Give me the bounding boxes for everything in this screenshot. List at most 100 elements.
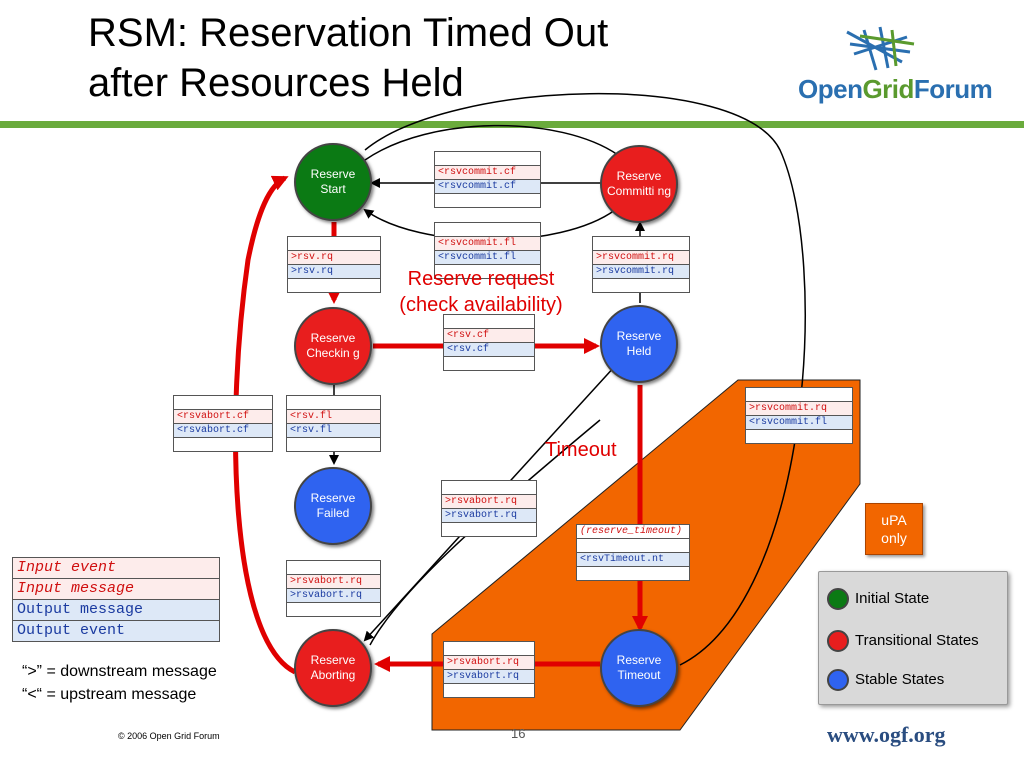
legend-output-event: Output event <box>13 621 219 641</box>
page-number: 16 <box>511 726 526 741</box>
input-message <box>577 539 689 553</box>
input-event <box>442 481 536 495</box>
output-message: <rsvTimeout.nt <box>577 553 689 567</box>
reserve-request-line: Reserve request <box>407 268 555 290</box>
input-message: <rsvcommit.fl <box>435 237 540 251</box>
input-event <box>444 315 534 329</box>
key-stable-label: Stable States <box>855 671 945 688</box>
legend-input-message: Input message <box>13 579 219 600</box>
upstream-note: “<“ = upstream message <box>22 686 197 703</box>
key-transitional-label: Transitional States <box>855 632 979 649</box>
input-event <box>746 388 852 402</box>
arrow-aborting-to-start <box>233 175 297 675</box>
output-message: >rsv.rq <box>288 265 380 279</box>
stable-dot-icon <box>827 669 849 691</box>
output-message: >rsvcommit.rq <box>593 265 689 279</box>
state-label: Reserve Timeout <box>616 653 662 682</box>
output-message: <rsv.fl <box>287 424 380 438</box>
input-event <box>287 396 380 410</box>
arrow-timeout-loop <box>364 92 806 666</box>
msg-table-timeout: (reserve_timeout) <rsvTimeout.nt <box>576 524 690 581</box>
logo-part-open: Open <box>798 74 863 104</box>
msg-table-abort-rq-mid: >rsvabort.rq >rsvabort.rq <box>441 480 537 537</box>
output-event <box>435 265 540 278</box>
output-event <box>435 194 540 207</box>
output-event <box>746 430 852 443</box>
state-label: Reserve Aborting <box>310 653 356 682</box>
output-message: >rsvabort.rq <box>287 589 380 603</box>
state-label: Reserve Failed <box>310 491 356 520</box>
key-transitional: Transitional States <box>827 630 979 652</box>
legend-output-message: Output message <box>13 600 219 621</box>
input-message: <rsvcommit.cf <box>435 166 540 180</box>
transitional-dot-icon <box>827 630 849 652</box>
state-key: Initial State Transitional States Stable… <box>818 571 1008 705</box>
state-label: Reserve Start <box>310 167 356 196</box>
input-message: <rsv.cf <box>444 329 534 343</box>
key-initial: Initial State <box>827 588 929 610</box>
output-event <box>287 603 380 616</box>
output-message: <rsv.cf <box>444 343 534 357</box>
input-message: >rsv.rq <box>288 251 380 265</box>
header-rule <box>0 121 1024 128</box>
output-event <box>444 357 534 370</box>
output-message: >rsvabort.rq <box>442 509 536 523</box>
key-stable: Stable States <box>827 669 944 691</box>
state-reserve-timeout: Reserve Timeout <box>600 629 678 707</box>
input-message: <rsv.fl <box>287 410 380 424</box>
input-message: >rsvcommit.rq <box>746 402 852 416</box>
msg-table-commit-rq-top: >rsvcommit.rq >rsvcommit.rq <box>592 236 690 293</box>
logo-part-grid: Grid <box>862 74 914 104</box>
output-message: <rsvcommit.fl <box>435 251 540 265</box>
output-event <box>444 684 534 697</box>
msg-table-abort-rq-bottom: >rsvabort.rq >rsvabort.rq <box>443 641 535 698</box>
input-message: >rsvcommit.rq <box>593 251 689 265</box>
output-event <box>288 279 380 292</box>
ogf-logo-icon <box>846 26 915 71</box>
output-event <box>287 438 380 451</box>
output-message: <rsvcommit.cf <box>435 180 540 194</box>
output-message: >rsvabort.rq <box>444 670 534 684</box>
state-reserve-checking: Reserve Checkin g <box>294 307 372 385</box>
input-message: >rsvabort.rq <box>442 495 536 509</box>
timeout-label: Timeout <box>545 439 617 461</box>
input-message: <rsvabort.cf <box>174 410 272 424</box>
upa-only-callout: uPA only <box>865 503 923 555</box>
state-reserve-committing: Reserve Committi ng <box>600 145 678 223</box>
input-event: (reserve_timeout) <box>577 525 689 539</box>
input-event <box>435 152 540 166</box>
state-reserve-failed: Reserve Failed <box>294 467 372 545</box>
state-label: Reserve Checkin g <box>306 331 360 360</box>
message-legend: Input event Input message Output message… <box>12 557 220 642</box>
input-event <box>287 561 380 575</box>
input-event <box>174 396 272 410</box>
upa-label: uPA only <box>881 512 907 546</box>
input-message: >rsvabort.rq <box>287 575 380 589</box>
msg-table-commit-fl: <rsvcommit.fl <rsvcommit.fl <box>434 222 541 279</box>
reserve-request-label: Reserve request (check availability) <box>376 266 586 318</box>
output-event <box>442 523 536 536</box>
state-reserve-aborting: Reserve Aborting <box>294 629 372 707</box>
output-message: <rsvcommit.fl <box>746 416 852 430</box>
msg-table-abort-cf: <rsvabort.cf <rsvabort.cf <box>173 395 273 452</box>
input-message: >rsvabort.rq <box>444 656 534 670</box>
msg-table-rsv-rq: >rsv.rq >rsv.rq <box>287 236 381 293</box>
arrow-failed-to-aborting <box>369 419 601 646</box>
msg-table-commit-cf: <rsvcommit.cf <rsvcommit.cf <box>434 151 541 208</box>
legend-input-event: Input event <box>13 558 219 579</box>
initial-dot-icon <box>827 588 849 610</box>
state-reserve-held: Reserve Held <box>600 305 678 383</box>
title-line-2: after Resources Held <box>88 61 464 105</box>
key-initial-label: Initial State <box>855 590 930 607</box>
output-event <box>577 567 689 580</box>
ogf-url[interactable]: www.ogf.org <box>827 722 946 747</box>
title-line-1: RSM: Reservation Timed Out <box>88 11 609 55</box>
page-title: RSM: Reservation Timed Out after Resourc… <box>88 8 788 108</box>
state-reserve-start: Reserve Start <box>294 143 372 221</box>
input-event <box>444 642 534 656</box>
direction-notes: “>” = downstream message “<“ = upstream … <box>22 660 217 706</box>
check-availability-line: (check availability) <box>399 294 563 316</box>
output-event <box>593 279 689 292</box>
msg-table-rsv-cf: <rsv.cf <rsv.cf <box>443 314 535 371</box>
downstream-note: “>” = downstream message <box>22 663 217 680</box>
